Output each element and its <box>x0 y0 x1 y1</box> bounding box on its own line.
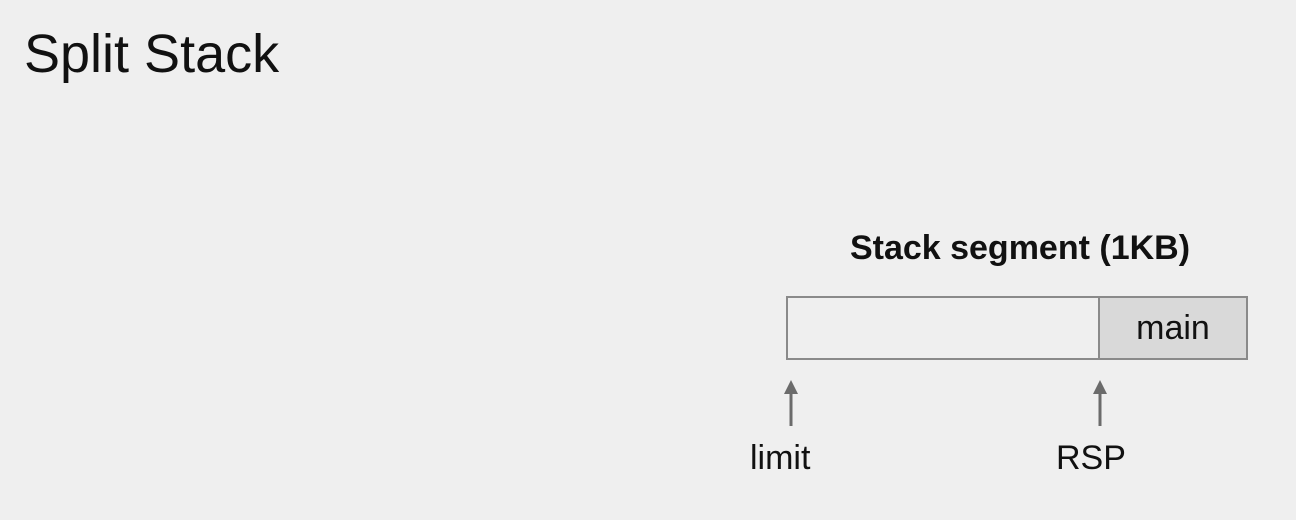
rsp-label: RSP <box>1056 439 1126 477</box>
stack-segment-heading: Stack segment (1KB) <box>849 229 1191 267</box>
stack-free-space <box>788 298 1098 358</box>
rsp-pointer-arrow-icon <box>1090 380 1110 426</box>
limit-pointer-arrow-icon <box>781 380 801 426</box>
slide-title: Split Stack <box>24 24 280 84</box>
stack-segment-bar: main <box>786 296 1248 360</box>
limit-label: limit <box>750 439 811 477</box>
stack-frame-main: main <box>1098 298 1246 358</box>
